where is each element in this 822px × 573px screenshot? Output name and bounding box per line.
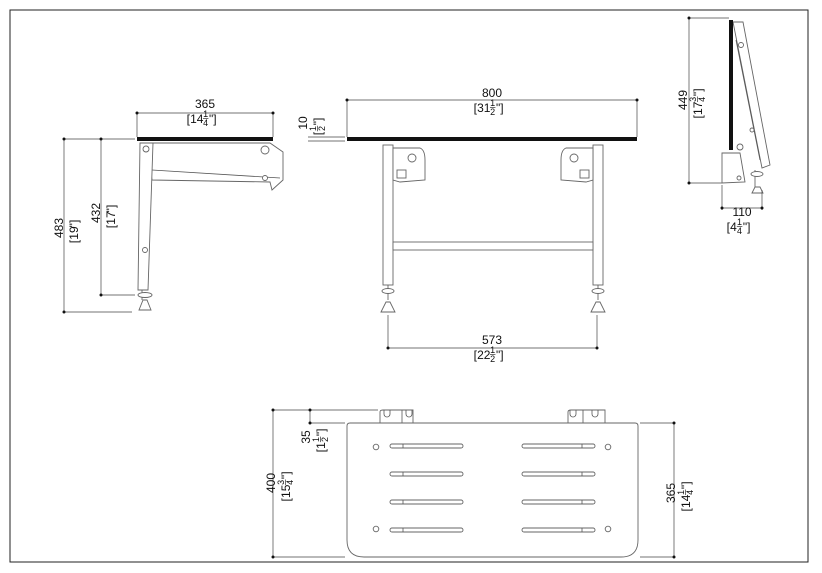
top-view [271,408,676,559]
side-view [62,111,284,314]
bracket-close: "] [743,220,751,234]
bracket-close: "] [279,471,293,479]
dimension-inch-denominator: 2 [490,354,495,364]
dimension-inch-denominator: 2 [317,126,327,131]
dimension-mm-label: 110 [732,205,751,219]
bracket-close: "] [691,88,705,96]
drain-slot [521,443,596,449]
front-view [308,98,639,350]
dimension-mm-label: 483 [52,218,66,238]
dimension-inch-whole: 14 [190,112,204,126]
dimension-mm-label: 365 [195,97,215,111]
dimension-inch-whole: 22 [477,348,491,362]
bracket-open: [ [311,131,325,135]
dimension-inch-whole: 31 [477,101,491,115]
dimension-inch-denominator: 4 [737,226,742,236]
dimension-inch-denominator: 4 [697,97,707,102]
bracket-close: "] [311,118,325,126]
dimension-inch-whole: 17 [104,211,118,225]
dimension-inch-denominator: 2 [320,437,330,442]
drain-slot [389,527,464,533]
bracket-close: "] [496,101,504,115]
dimension-mm-label: 365 [664,483,678,503]
front-right-leg [560,144,606,313]
bracket-close: "] [67,220,81,228]
dimension-inch-denominator: 4 [285,480,295,485]
drain-slot [389,443,464,449]
bracket-close: "] [679,481,693,489]
bracket-open: [ [474,101,478,115]
dimension-inch-numerator: 3 [276,480,286,485]
dimension-inch-numerator: 1 [308,126,318,131]
dimension-inch-whole: 1 [314,442,328,449]
dimension-inch-denominator: 4 [685,490,695,495]
drain-slot [389,471,464,477]
bracket-open: [ [314,448,328,452]
dimension-inch-numerator: 1 [203,109,208,119]
dimension-inch-numerator: 1 [490,345,495,355]
bracket-open: [ [67,239,81,243]
bracket-close: "] [314,429,328,437]
dimension-inch-whole: 15 [279,484,293,498]
bracket-open: [ [104,224,118,228]
bracket-open: [ [474,348,478,362]
dimension-inch-whole: 17 [691,101,705,115]
bracket-open: [ [691,114,705,118]
folded-view [687,16,771,210]
dimension-inch-numerator: 1 [490,98,495,108]
front-left-leg [380,144,426,313]
slot-group [389,443,596,533]
bracket-open: [ [727,220,731,234]
dimension-mm-label: 10 [296,116,310,130]
dimension-mm-label: 432 [89,203,103,223]
seat-top-outline [346,422,639,558]
bracket-close: "] [104,205,118,213]
dimension-inch-denominator: 4 [203,118,208,128]
dimension-mm-label: 449 [676,90,690,110]
dimension-mm-label: 35 [299,430,313,444]
dimension-mm-label: 573 [482,333,502,347]
dimension-inch-whole: 19 [67,226,81,240]
dimension-inch-numerator: 1 [737,217,742,227]
dimension-inch-whole: 14 [679,494,693,508]
dimension-inch-denominator: 2 [490,107,495,117]
dimension-mm-label: 800 [482,86,502,100]
dimension-inch-numerator: 1 [311,437,321,442]
drain-slot [389,499,464,505]
bracket-open: [ [279,497,293,501]
drain-slot [521,471,596,477]
bracket-open: [ [187,112,191,126]
dimension-inch-numerator: 3 [688,97,698,102]
dimension-inch-numerator: 1 [676,490,686,495]
bracket-open: [ [679,507,693,511]
drain-slot [521,527,596,533]
bracket-close: "] [209,112,217,126]
bracket-close: "] [496,348,504,362]
drain-slot [521,499,596,505]
dimension-inch-whole: 4 [730,220,737,234]
dimension-mm-label: 400 [264,473,278,493]
